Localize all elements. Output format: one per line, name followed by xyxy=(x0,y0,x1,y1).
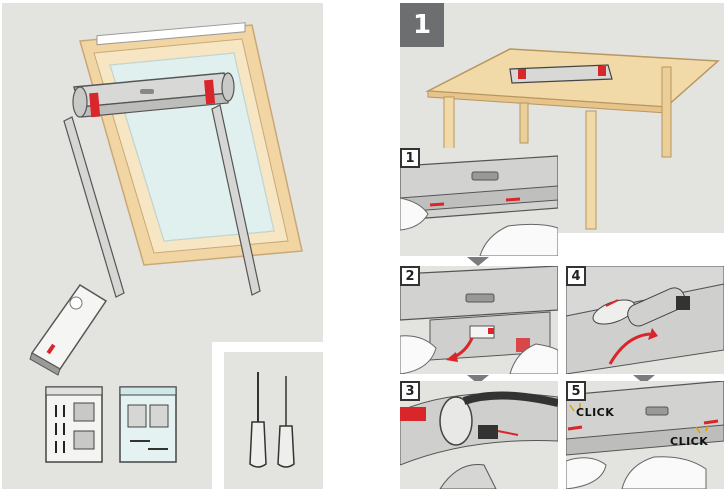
tools-illustration xyxy=(249,372,295,468)
remote-control-icon xyxy=(29,283,108,376)
arrow-down-icon xyxy=(467,375,489,384)
tools-panel xyxy=(224,352,323,489)
arrow-icon xyxy=(446,337,474,362)
substep-1-badge: 1 xyxy=(400,148,420,168)
hand-icon xyxy=(400,335,558,374)
substep-3-panel: 3 xyxy=(400,381,558,489)
components-illustration xyxy=(29,22,303,463)
substep-3-badge: 3 xyxy=(400,381,420,401)
hand-icon xyxy=(400,197,558,256)
awl-icon xyxy=(277,376,295,468)
substep-2-panel: 2 xyxy=(400,266,558,374)
hand-icon xyxy=(566,456,707,489)
side-rail-icon xyxy=(63,104,261,298)
substep-5-panel: CLICK CLICK 5 xyxy=(566,381,724,489)
main-step-badge: 1 xyxy=(400,3,444,47)
table-illustration xyxy=(425,48,720,230)
bracket-bag-icon xyxy=(119,386,177,463)
substep-4-badge: 4 xyxy=(566,266,586,286)
window-icon xyxy=(79,22,303,266)
arrow-down-icon xyxy=(467,257,489,266)
arrow-icon xyxy=(608,328,658,365)
blind-cassette-icon xyxy=(72,72,235,118)
substep-4-panel: 4 xyxy=(566,266,724,374)
arrow-down-icon xyxy=(633,375,655,384)
screw-bag-icon xyxy=(45,386,103,463)
blind-cassette-icon xyxy=(509,64,613,84)
substep-5-badge: 5 xyxy=(566,381,586,401)
substep-2-badge: 2 xyxy=(400,266,420,286)
click-label-left: CLICK xyxy=(576,406,615,419)
screwdriver-icon xyxy=(249,372,267,468)
click-label-right: CLICK xyxy=(670,435,709,448)
substep-1-panel: 1 xyxy=(400,148,558,256)
